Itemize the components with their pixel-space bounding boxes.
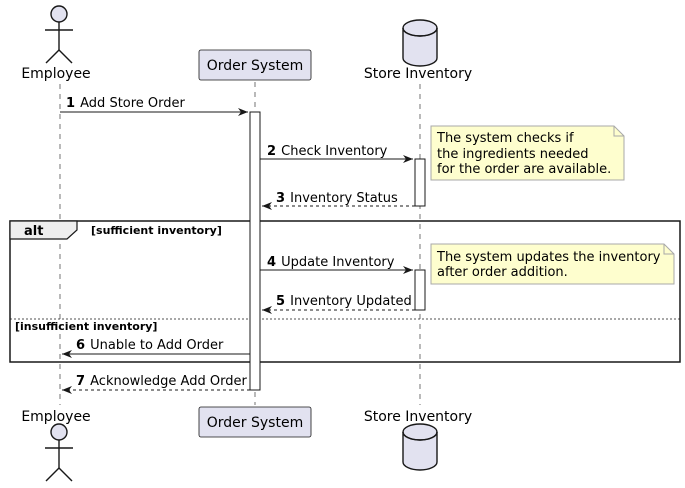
actor-figure-icon [45, 5, 73, 64]
participant-order-system-label-top: Order System [207, 58, 303, 74]
participant-store-inventory-label-top: Store Inventory [364, 66, 472, 82]
participant-employee-label-top: Employee [21, 66, 90, 82]
message-1: 1 Add Store Order [60, 92, 248, 116]
note-update-inventory: The system updates the inventory after o… [430, 243, 675, 285]
note-corner-fold [663, 244, 674, 255]
note-check-inventory: The system checks if the ingredients nee… [430, 125, 625, 181]
message-label: 1 Add Store Order [66, 92, 186, 111]
message-4: 4 Update Inventory [260, 251, 413, 274]
message-label: 7 Acknowledge Add Order [76, 370, 247, 389]
message-label: 6 Unable to Add Order [76, 334, 224, 353]
message-label: 5 Inventory Updated [276, 290, 412, 309]
message-5: 5 Inventory Updated [262, 290, 415, 314]
participant-store-inventory-top: Store Inventory [364, 19, 472, 82]
message-6: 6 Unable to Add Order [62, 334, 250, 358]
participant-order-system-bottom: Order System [198, 406, 312, 438]
lifelines [59, 82, 421, 405]
note-shape [430, 125, 625, 181]
message-label: 2 Check Inventory [267, 140, 388, 159]
participant-box [198, 49, 312, 81]
activation-order-system [249, 111, 261, 391]
message-label: 3 Inventory Status [276, 187, 398, 206]
database-icon [402, 423, 438, 471]
note-shape [430, 243, 675, 285]
alt-frame: alt [sufficient inventory] [insufficient… [9, 220, 681, 363]
alt-guard-sufficient: [sufficient inventory] [91, 224, 222, 237]
alt-frame-title: alt [24, 224, 43, 239]
alt-frame-border [9, 220, 681, 363]
message-label: 4 Update Inventory [267, 251, 395, 270]
participant-order-system-top: Order System [198, 49, 312, 81]
participant-employee-bottom: Employee [21, 409, 91, 482]
participant-box [198, 406, 312, 438]
message-7: 7 Acknowledge Add Order [62, 370, 250, 394]
activation-store-inventory-2 [414, 269, 426, 311]
participant-store-inventory-bottom: Store Inventory [364, 409, 472, 471]
note-line: The system checks if [436, 131, 574, 146]
alt-frame-title-tab [9, 220, 78, 240]
actor-figure-icon [45, 423, 73, 482]
activation-store-inventory-1 [414, 158, 426, 207]
database-icon [402, 19, 438, 67]
note-line: after order addition. [437, 265, 568, 280]
activations [249, 111, 426, 391]
participant-employee-top: Employee [21, 5, 91, 82]
alt-guard-insufficient: [insufficient inventory] [15, 320, 157, 333]
note-corner-fold [613, 126, 624, 137]
note-line: for the order are available. [437, 162, 611, 177]
message-2: 2 Check Inventory [260, 140, 413, 163]
note-line: the ingredients needed [437, 147, 588, 162]
participant-employee-label-bottom: Employee [21, 409, 90, 425]
note-line: The system updates the inventory [436, 250, 661, 265]
message-3: 3 Inventory Status [262, 187, 415, 210]
participant-store-inventory-label-bottom: Store Inventory [364, 409, 472, 425]
participant-order-system-label-bottom: Order System [207, 415, 303, 431]
